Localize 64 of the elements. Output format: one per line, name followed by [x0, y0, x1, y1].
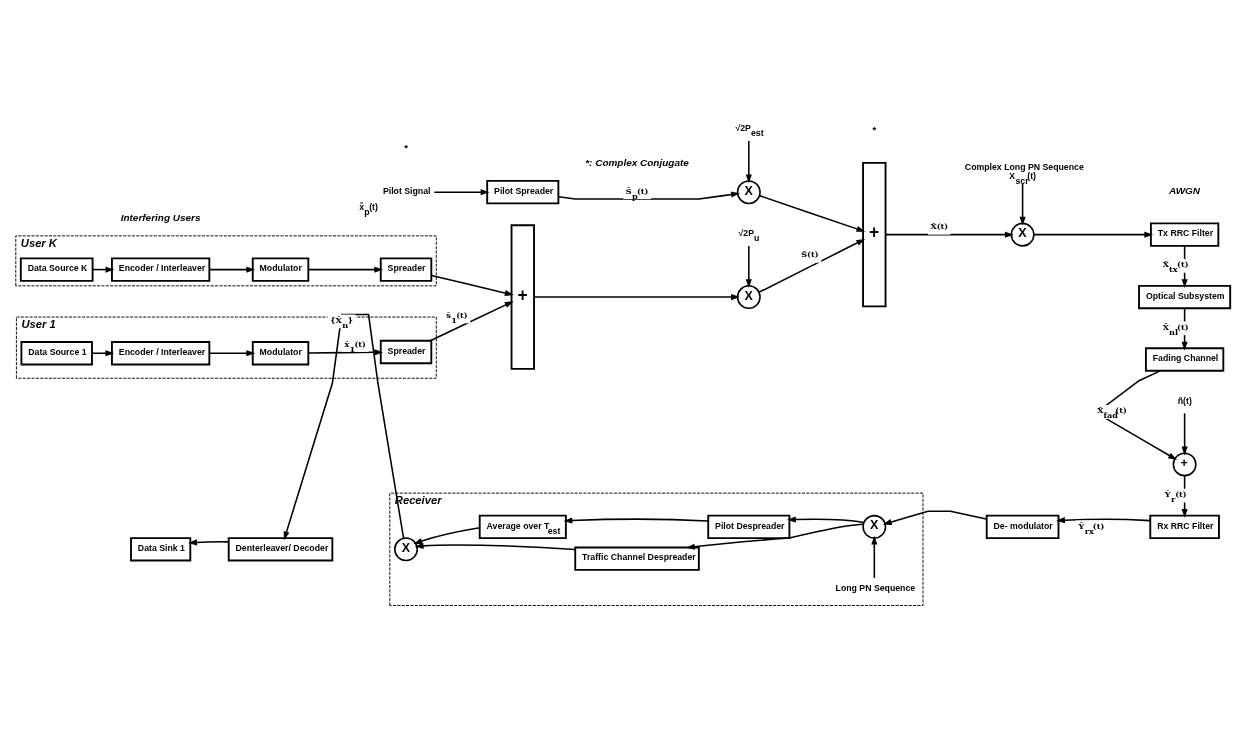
node-box: Modulator [251, 341, 310, 366]
arrow [188, 539, 230, 546]
node-box: Data Source 1 [20, 341, 93, 366]
arrow [208, 350, 256, 357]
arrow [871, 535, 878, 579]
arrow [429, 301, 514, 342]
node-box: De- modulator [985, 514, 1060, 539]
arrow [433, 189, 490, 196]
arrow [745, 140, 752, 184]
node-box: Fading Channel [1144, 347, 1225, 372]
node-box: Pilot Spreader [486, 180, 560, 205]
arrow [307, 349, 384, 356]
node-box: Data Source K [19, 257, 94, 282]
arrow [413, 527, 481, 545]
node-circle: X [736, 285, 761, 310]
arrow [686, 523, 865, 550]
node-box: Modulator [251, 257, 310, 282]
edge-label: X̃(t) [930, 221, 949, 232]
node-box: Encoder / Interleaver [111, 341, 211, 366]
node-box: Encoder / Interleaver [111, 257, 211, 282]
node-box: Spreader [379, 339, 433, 365]
arrow [307, 266, 384, 273]
arrow [1105, 370, 1177, 460]
node-text: Pilot Signal [382, 185, 431, 196]
node-box: Pilot Despreader [707, 514, 791, 539]
node-box: Rx RRC Filter [1149, 514, 1220, 539]
node-circle: X [1010, 222, 1035, 247]
arrow [557, 191, 740, 200]
node-box: Optical Subsystem [1138, 284, 1232, 310]
label: Interfering Users [120, 212, 201, 224]
arrow [758, 238, 866, 294]
arrow [414, 542, 576, 551]
node-circle: X [736, 180, 761, 205]
node-text: Long PN Sequence [835, 582, 916, 593]
arrow [1019, 182, 1026, 226]
arrow [882, 510, 988, 525]
label: * [872, 124, 877, 136]
arrow [1033, 231, 1154, 238]
arrow [533, 294, 740, 301]
arrow [758, 194, 866, 232]
arrow [745, 245, 752, 289]
node-box: Traffic Channel Despreader [574, 546, 700, 571]
node-circle: + [1172, 452, 1197, 477]
arrow [884, 231, 1014, 238]
arrow [91, 350, 115, 357]
edge-label: S̃(t) [801, 249, 819, 260]
node-circle: X [862, 514, 887, 539]
node-circle: X [394, 537, 419, 562]
arrow [563, 517, 709, 524]
arrow [430, 274, 514, 296]
arrow [1056, 517, 1151, 524]
node-box: Tx RRC Filter [1149, 222, 1220, 247]
node-box: Data Sink 1 [130, 537, 192, 562]
label: AWGN [1169, 184, 1201, 196]
node-box: + [862, 161, 887, 308]
arrow [787, 516, 865, 524]
label: * [403, 142, 408, 154]
node-box: Spreader [379, 257, 433, 282]
node-box: Denterleaver/ Decoder [227, 537, 334, 562]
node-text: ñ(t) [1177, 395, 1192, 406]
label: *: Complex Conjugate [585, 156, 689, 168]
node-box: + [510, 224, 535, 370]
arrow [208, 266, 256, 273]
arrow [1181, 412, 1188, 456]
